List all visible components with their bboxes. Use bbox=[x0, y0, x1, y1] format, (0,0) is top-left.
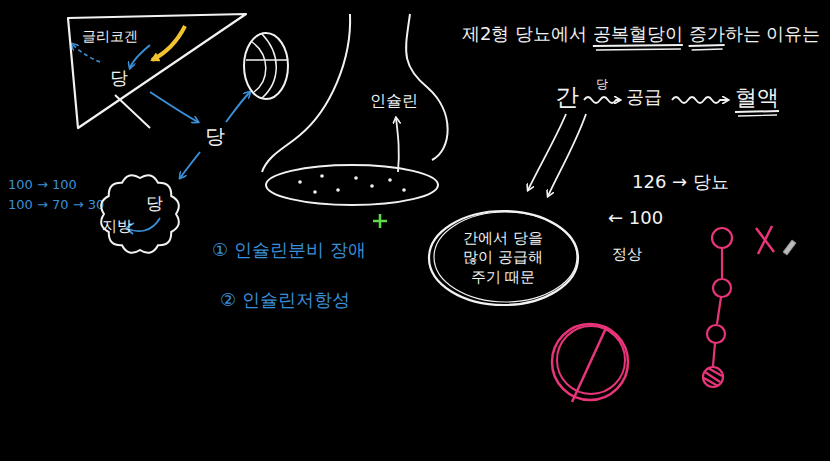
gallbladder bbox=[244, 33, 288, 99]
threshold-note: 126 → 당뇨 bbox=[632, 172, 729, 193]
squiggle-arrow bbox=[584, 97, 620, 103]
gallbladder-lines bbox=[246, 34, 288, 98]
blue-arrow bbox=[180, 152, 200, 178]
value-note: 100 → 70 → 30 bbox=[8, 198, 104, 213]
pink-mark bbox=[572, 328, 606, 402]
pointer-arrow bbox=[528, 114, 566, 190]
pancreas bbox=[266, 165, 438, 205]
insulin-label: 인슐린 bbox=[370, 92, 418, 110]
value-note: 100 → 100 bbox=[8, 178, 77, 193]
sugar-label: 당 bbox=[146, 194, 163, 214]
fat-label: 지방 bbox=[102, 218, 132, 235]
sugar-label: 당 bbox=[596, 78, 608, 92]
supply-word: 공급 bbox=[626, 87, 662, 108]
cause-note: ② 인슐린저항성 bbox=[220, 290, 350, 311]
fat-cell: 당지방 bbox=[90, 168, 190, 260]
normal-note: 정상 bbox=[612, 246, 642, 263]
pointer-arrow bbox=[548, 114, 586, 196]
liver-word: 간 bbox=[555, 84, 579, 112]
glycogen-label: 글리코겐 bbox=[82, 28, 138, 44]
glycogen-arrow bbox=[152, 26, 185, 60]
blue-arrow bbox=[130, 45, 150, 68]
cause-note: ① 인슐린분비 장애 bbox=[212, 240, 366, 261]
stomach bbox=[406, 14, 448, 160]
liver-shape: 글리코겐당 bbox=[62, 10, 252, 135]
answer-text: 간에서 당을 많이 공급해 주기 때문 bbox=[455, 229, 551, 288]
blue-arrow bbox=[226, 92, 250, 122]
pink-x bbox=[756, 226, 774, 254]
fat-cell-outline bbox=[90, 168, 190, 260]
sugar-label: 당 bbox=[110, 68, 128, 89]
blood-word: 혈액 bbox=[735, 85, 779, 110]
insulin-dots bbox=[298, 174, 406, 194]
threshold-note: ← 100 bbox=[608, 208, 663, 229]
underlines bbox=[593, 45, 779, 116]
blue-arrow bbox=[72, 44, 100, 62]
pink-chain bbox=[703, 228, 732, 387]
blue-arrow bbox=[150, 92, 198, 122]
answer-oval: 간에서 당을 많이 공급해 주기 때문 bbox=[427, 209, 580, 307]
cursor-plus bbox=[373, 214, 387, 228]
squiggle-arrow bbox=[672, 97, 728, 103]
title: 제2형 당뇨에서 공복혈당이 증가하는 이유는 bbox=[462, 24, 820, 45]
sugar-label: 당 bbox=[205, 125, 225, 148]
pencil-cursor bbox=[783, 240, 796, 255]
stomach bbox=[262, 14, 350, 172]
insulin-arrow bbox=[396, 118, 399, 172]
